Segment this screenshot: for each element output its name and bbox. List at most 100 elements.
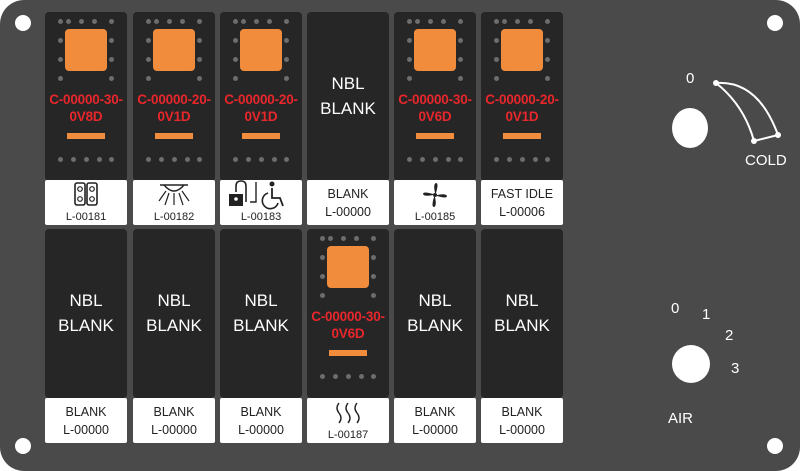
rocker-switch[interactable]: C-00000-20- 0V1D <box>220 12 302 181</box>
label-code: L-00000 <box>63 423 109 437</box>
air-knob[interactable] <box>672 345 710 383</box>
indicator-dot <box>446 157 451 162</box>
switch-label: L-00183 <box>220 180 302 225</box>
indicator-dot <box>109 19 114 24</box>
indicator-dot <box>407 157 412 162</box>
indicator-dot <box>284 57 289 62</box>
switch-lamp <box>65 29 107 71</box>
indicator-dot <box>528 19 533 24</box>
rocker-switch[interactable]: C-00000-30-0V8D <box>45 12 127 181</box>
indicator-dot <box>58 19 63 24</box>
indicator-dot <box>92 19 97 24</box>
label-code: L-00000 <box>499 423 545 437</box>
label-code: L-00181 <box>65 211 107 223</box>
indicator-dot <box>167 19 172 24</box>
indicator-dot <box>507 157 512 162</box>
switch-indicator-bar <box>503 133 541 139</box>
switch-lamp <box>414 29 456 71</box>
indicator-dot <box>371 236 376 241</box>
temp-knob[interactable] <box>672 108 708 148</box>
indicator-dot <box>233 157 238 162</box>
air-label: AIR <box>668 410 694 427</box>
indicator-dot <box>415 19 420 24</box>
part-number-line2: 0V6D <box>418 109 452 124</box>
indicator-dot <box>320 293 325 298</box>
label-text: FAST IDLE <box>490 187 554 201</box>
indicator-dot <box>494 38 499 43</box>
indicator-dot <box>407 76 412 81</box>
mounting-hole-bottom-left <box>15 438 31 454</box>
blank-title-line2: BLANK <box>146 316 202 335</box>
heat-waves-icon <box>336 402 360 424</box>
blank-title-line1: NBL <box>418 291 452 310</box>
indicator-dot <box>458 19 463 24</box>
indicator-dot <box>328 236 333 241</box>
indicator-dot <box>109 76 114 81</box>
air-position-3: 3 <box>731 360 740 377</box>
switch-lamp <box>327 246 369 288</box>
lock-and-wheelchair-icon <box>229 180 284 210</box>
label-text: BLANK <box>327 187 369 201</box>
indicator-dot <box>254 19 259 24</box>
label-code: L-00000 <box>412 423 458 437</box>
indicator-dot <box>58 38 63 43</box>
switch-label: L-00182 <box>133 180 215 225</box>
indicator-dot <box>58 157 63 162</box>
indicator-dot <box>284 38 289 43</box>
blank-title-line1: NBL <box>244 291 278 310</box>
indicator-dot <box>71 157 76 162</box>
rocker-switch[interactable]: C-00000-20-0V1D <box>481 12 563 181</box>
indicator-dot <box>420 157 425 162</box>
switch-indicator-bar <box>329 350 367 356</box>
indicator-dot <box>502 19 507 24</box>
indicator-dot <box>441 19 446 24</box>
mounting-hole-top-right <box>767 15 783 31</box>
indicator-dot <box>407 38 412 43</box>
indicator-dot <box>246 157 251 162</box>
indicator-dot <box>545 57 550 62</box>
fan-icon <box>423 183 447 207</box>
indicator-dot <box>66 19 71 24</box>
part-number-line1: C-00000-20- <box>224 92 298 107</box>
indicator-dot <box>197 76 202 81</box>
rocker-switch[interactable]: C-00000-20-0V1D <box>133 12 215 181</box>
indicator-dot <box>545 19 550 24</box>
switch-indicator-bar <box>155 133 193 139</box>
indicator-dot <box>241 19 246 24</box>
part-number-line2: 0V1D <box>244 109 278 124</box>
rocker-switch[interactable]: C-00000-30- 0V6D <box>307 229 389 398</box>
indicator-dot <box>407 19 412 24</box>
indicator-dot <box>233 38 238 43</box>
indicator-dot <box>146 157 151 162</box>
indicator-dot <box>233 57 238 62</box>
indicator-dot <box>197 19 202 24</box>
indicator-dot <box>180 19 185 24</box>
indicator-dot <box>84 157 89 162</box>
label-code: L-00000 <box>325 205 371 219</box>
part-number-line1: C-00000-30- <box>311 309 385 324</box>
indicator-dot <box>545 38 550 43</box>
rocker-switch[interactable]: C-00000-30-0V6D <box>394 12 476 181</box>
indicator-dot <box>520 157 525 162</box>
indicator-dot <box>320 255 325 260</box>
indicator-dot <box>359 374 364 379</box>
indicator-dot <box>79 19 84 24</box>
part-number-line1: C-00000-30- <box>49 92 123 107</box>
seat-switch-icon <box>74 182 98 206</box>
indicator-dot <box>354 236 359 241</box>
indicator-dot <box>515 19 520 24</box>
indicator-dot <box>146 38 151 43</box>
part-number-line2: 0V6D <box>331 326 365 341</box>
indicator-dot <box>371 274 376 279</box>
indicator-dot <box>284 157 289 162</box>
